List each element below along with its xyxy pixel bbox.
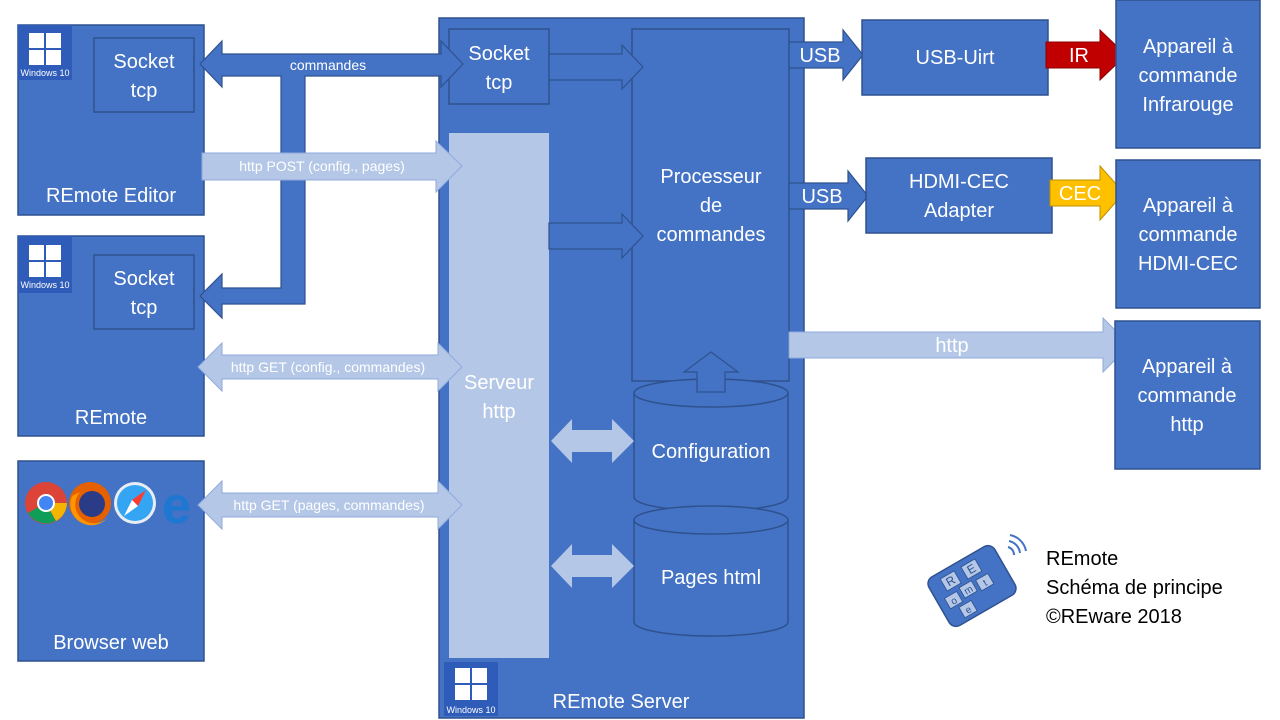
safari-icon: [114, 482, 156, 524]
cec-device-label-2: commande: [1139, 224, 1238, 246]
http-device-label-3: http: [1170, 414, 1203, 436]
legend-line-2: Schéma de principe: [1046, 577, 1223, 599]
svg-text:e: e: [162, 477, 191, 535]
ir-arrow: [1045, 28, 1127, 82]
processor-label-3: commandes: [657, 224, 766, 246]
browser-title: Browser web: [53, 632, 169, 654]
http-server-label-2: http: [482, 401, 515, 423]
server-windows-logo-icon: Windows 10: [444, 662, 498, 716]
pages-database-label: Pages html: [661, 567, 761, 589]
remote-socket-label-2: tcp: [131, 297, 158, 319]
processor-box: [631, 28, 790, 382]
editor-title: REmote Editor: [46, 185, 176, 207]
logo-letter-t: t: [982, 578, 990, 589]
edge-icon: e: [162, 477, 191, 535]
remote-logo-icon: R E m o t e: [927, 544, 1017, 628]
http-server-label-1: Serveur: [464, 372, 534, 394]
http-server-box: [449, 133, 549, 658]
logo-letter-o: o: [949, 595, 960, 608]
config-database-icon: [633, 378, 789, 512]
usb-arrow-1: [788, 28, 864, 82]
http-to-processor-arrow: [548, 212, 644, 260]
firefox-icon: [69, 482, 111, 526]
server-socket-box: [448, 28, 550, 105]
cec-device-label-3: HDMI-CEC: [1138, 253, 1238, 275]
chrome-icon: [25, 482, 67, 524]
editor-os-badge: Windows 10: [20, 68, 69, 78]
remote-title: REmote: [75, 407, 147, 429]
editor-socket-label-2: tcp: [131, 80, 158, 102]
config-database-label: Configuration: [652, 441, 771, 463]
logo-letter-e2: e: [964, 604, 975, 617]
legend-line-1: REmote: [1046, 548, 1118, 570]
signal-waves-icon: [1007, 534, 1027, 556]
usb-arrow-2: [788, 169, 869, 223]
hdmi-adapter-label-2: Adapter: [924, 200, 994, 222]
http-device-label: http: [935, 335, 968, 357]
usbuirt-box: [861, 19, 1049, 96]
usb-label-1: USB: [799, 45, 840, 67]
cec-arrow: [1049, 164, 1125, 222]
socket-to-processor-arrow: [548, 43, 644, 91]
ir-device-label-2: commande: [1139, 65, 1238, 87]
remote-socket-box: [93, 254, 195, 330]
http-post-label: http POST (config., pages): [239, 158, 405, 174]
processor-label-2: de: [700, 195, 722, 217]
remote-socket-label-1: Socket: [113, 268, 175, 290]
http-get-browser-arrow: [197, 479, 463, 531]
editor-socket-label-1: Socket: [113, 51, 175, 73]
editor-socket-box: [93, 37, 195, 113]
http-pages-double-arrow: [551, 544, 634, 588]
http-get-browser-label: http GET (pages, commandes): [233, 497, 424, 513]
http-device-label-2: commande: [1138, 385, 1237, 407]
http-device-box: [1114, 320, 1261, 470]
ir-device-box: [1115, 0, 1261, 149]
http-device-label-1: Appareil à: [1142, 356, 1233, 378]
remote-windows-logo-icon: Windows 10: [18, 236, 72, 293]
http-get-remote-label: http GET (config., commandes): [231, 359, 425, 375]
server-os-badge: Windows 10: [446, 705, 495, 715]
commands-socket-connection: [199, 39, 464, 320]
ir-device-label-1: Appareil à: [1143, 36, 1234, 58]
cec-device-label-1: Appareil à: [1143, 195, 1234, 217]
cec-label: CEC: [1059, 183, 1101, 205]
usb-label-2: USB: [801, 186, 842, 208]
server-title: REmote Server: [553, 691, 690, 713]
processor-label-1: Processeur: [660, 166, 761, 188]
config-to-processor-arrow: [682, 351, 740, 393]
usbuirt-label: USB-Uirt: [916, 47, 995, 69]
editor-windows-logo-icon: Windows 10: [18, 25, 72, 80]
http-post-arrow: [201, 139, 463, 194]
remote-os-badge: Windows 10: [20, 280, 69, 290]
cec-device-box: [1115, 159, 1261, 309]
commands-label: commandes: [290, 57, 366, 73]
ir-device-label-3: Infrarouge: [1142, 94, 1233, 116]
pages-database-icon: [633, 505, 789, 637]
hdmi-adapter-box: [865, 157, 1053, 234]
legend-line-3: ©REware 2018: [1046, 606, 1182, 628]
server-socket-label-2: tcp: [486, 72, 513, 94]
server-socket-label-1: Socket: [468, 43, 530, 65]
http-config-double-arrow: [551, 419, 634, 463]
http-get-remote-arrow: [197, 341, 463, 393]
ir-label: IR: [1069, 45, 1089, 67]
hdmi-adapter-label-1: HDMI-CEC: [909, 171, 1009, 193]
